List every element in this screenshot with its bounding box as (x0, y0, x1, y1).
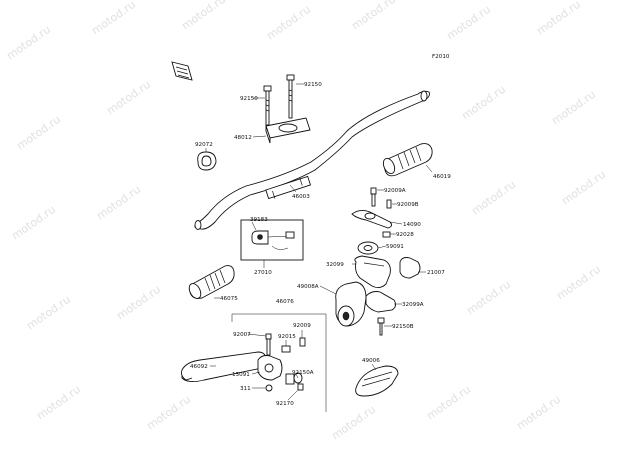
label-46019: 46019 (433, 174, 451, 180)
watermark: motod.ru (469, 178, 518, 218)
lever-holder (257, 333, 283, 381)
lever-adjuster (281, 337, 306, 391)
watermark: motod.ru (329, 403, 378, 443)
watermark: motod.ru (94, 183, 143, 223)
label-311: 311 (240, 386, 251, 392)
label-92028: 92028 (396, 232, 414, 238)
label-92007: 92007 (233, 332, 251, 338)
throttle-tube (357, 241, 379, 255)
throttle-cable-guide (351, 187, 393, 238)
leader-lines (205, 83, 433, 401)
label-92072: 92072 (195, 142, 213, 148)
label-92015: 92015 (278, 334, 296, 340)
watermark: motod.ru (459, 83, 508, 123)
clamp-bolt-left (263, 85, 272, 126)
clamp-bolt-right (286, 74, 295, 119)
watermark: motod.ru (114, 283, 163, 323)
label-21007: 21007 (427, 270, 445, 276)
watermark: motod.ru (554, 263, 603, 303)
watermark: motod.ru (264, 3, 313, 43)
watermark: motod.ru (534, 0, 583, 37)
watermark: motod.ru (144, 393, 193, 433)
left-grip (188, 265, 235, 299)
clutch-lever-assembly-frame (231, 313, 327, 412)
front-direction-marker (171, 61, 193, 81)
throttle-housing-upper (354, 255, 391, 289)
label-48012: 48012 (234, 135, 252, 141)
watermark: motod.ru (464, 278, 513, 318)
lever-pivot-screw (265, 384, 273, 392)
watermark: motod.ru (559, 168, 608, 208)
label-32099: 32099 (326, 262, 344, 268)
watermark: motod.ru (349, 0, 398, 32)
watermark: motod.ru (514, 393, 563, 433)
throttle-housing-bolt (377, 317, 385, 336)
label-92150a: 92150A (292, 370, 314, 376)
label-46092: 46092 (190, 364, 208, 370)
watermark: motod.ru (34, 383, 83, 423)
watermark: motod.ru (14, 113, 63, 153)
label-92009a: 92009A (384, 188, 406, 194)
watermark: motod.ru (9, 203, 58, 243)
part-labels: 92150 92150 48012 92072 46003 46019 9200… (190, 82, 451, 407)
label-14090: 14090 (403, 222, 421, 228)
handlebar (194, 90, 430, 230)
watermark: motod.ru (424, 383, 473, 423)
watermark-layer: motod.ru motod.ru motod.ru motod.ru moto… (4, 0, 608, 442)
label-27010: 27010 (254, 270, 272, 276)
watermark: motod.ru (4, 23, 53, 63)
label-49006: 49006 (362, 358, 380, 364)
label-46075: 46075 (220, 296, 238, 302)
label-92150: 92150 (240, 96, 258, 102)
label-13091: 13091 (232, 372, 250, 378)
diagram-id: F2010 (432, 54, 450, 60)
label-92009: 92009 (293, 323, 311, 329)
label-46003: 46003 (292, 194, 310, 200)
watermark: motod.ru (89, 0, 138, 37)
label-32099a: 32099A (402, 302, 424, 308)
label-39183: 39183 (250, 217, 268, 223)
handlebar-clamp (265, 117, 311, 144)
label-92150b: 92150B (392, 324, 414, 330)
watermark: motod.ru (444, 3, 493, 43)
throttle-cover-boot (355, 365, 399, 397)
watermark: motod.ru (179, 0, 228, 32)
right-grip (382, 143, 433, 177)
label-49008a: 49008A (297, 284, 319, 290)
watermark: motod.ru (549, 88, 598, 128)
throttle-housing-cover (399, 257, 421, 279)
throttle-housing-lower (365, 291, 397, 313)
throttle-grip-sleeve (335, 281, 367, 327)
watermark: motod.ru (104, 78, 153, 118)
label-92170: 92170 (276, 401, 294, 407)
label-59091: 59091 (386, 244, 404, 250)
watermark: motod.ru (24, 293, 73, 333)
engine-stop-switch-group (240, 219, 304, 261)
cable-clip (197, 151, 217, 171)
label-46076: 46076 (276, 299, 294, 305)
label-92009b: 92009B (397, 202, 419, 208)
label-92150: 92150 (304, 82, 322, 88)
